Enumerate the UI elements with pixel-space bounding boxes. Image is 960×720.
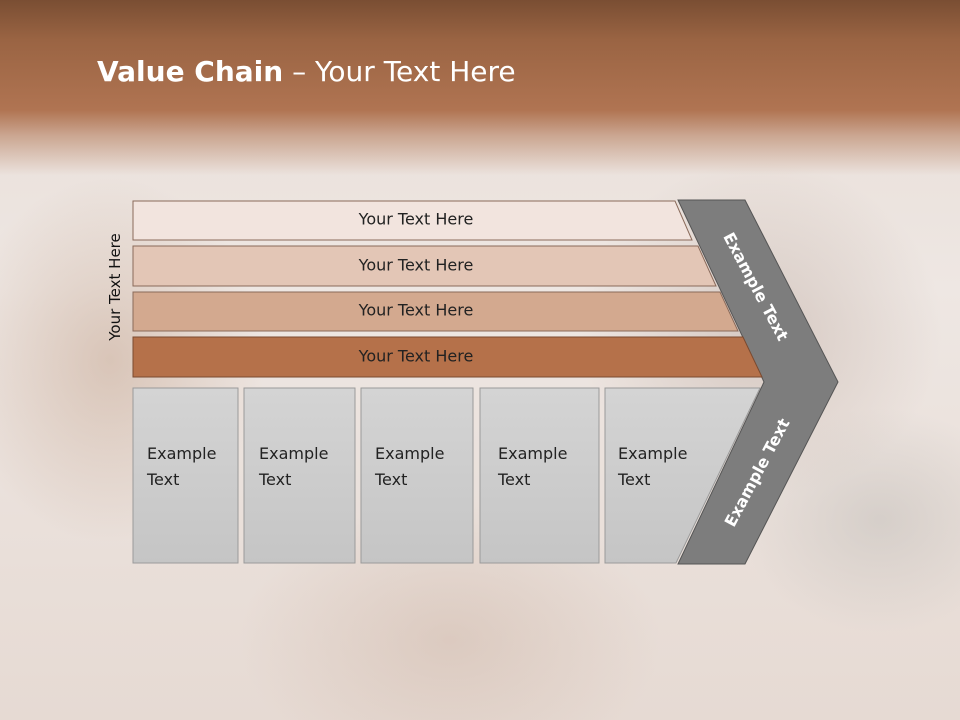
row-bar-shape (132, 245, 717, 287)
column-box-line1: Example (618, 444, 687, 463)
column-box-shape-reflection (479, 566, 600, 720)
column-box-line1-reflection: Example (375, 667, 444, 686)
row-bars: Your Text Here Your Text Here Your Text … (132, 200, 763, 378)
column-box: Example Text (479, 387, 600, 564)
column-box-shape (479, 387, 600, 564)
chevron-reflection (678, 566, 824, 720)
column-box: Example Text (132, 387, 239, 564)
column-boxes: Example Text Example Text Example Text E… (132, 387, 761, 564)
column-box-line1: Example (147, 444, 216, 463)
column-box-shape-reflection (604, 566, 750, 720)
column-box-reflection: Example Text (360, 566, 474, 720)
column-box-shape (243, 387, 356, 564)
row-bar-shape (132, 291, 739, 332)
column-box-line2: Text (258, 470, 291, 489)
title-bold: Value Chain (97, 55, 284, 88)
column-box-shape (132, 387, 239, 564)
column-box-reflection: Example Text (243, 566, 356, 720)
column-box-line2-reflection: Text (617, 641, 650, 660)
header-band (0, 0, 960, 175)
row-bar-label: Your Text Here (358, 256, 474, 275)
row-bar-label: Your Text Here (358, 301, 474, 320)
column-box-line1-reflection: Example (618, 667, 687, 686)
column-box-reflection: Example Text (132, 566, 239, 720)
column-box-line2: Text (617, 470, 650, 489)
column-box: Example Text (604, 387, 761, 564)
row-bar: Your Text Here (132, 200, 693, 241)
column-box-reflection: Example Text (604, 566, 750, 720)
reflection: Example Text Example Text Example Text E… (132, 566, 824, 720)
column-box-shape-reflection (360, 566, 474, 720)
column-box-shape (604, 387, 761, 564)
column-box-line2-reflection: Text (374, 641, 407, 660)
column-box-line2-reflection: Text (146, 641, 179, 660)
column-box-line1-reflection: Example (498, 667, 567, 686)
column-box-line2-reflection: Text (258, 641, 291, 660)
column-box-shape (360, 387, 474, 564)
row-bar: Your Text Here (132, 245, 717, 287)
row-bar: Your Text Here (132, 291, 739, 332)
column-box-line1: Example (259, 444, 328, 463)
column-box-line2: Text (374, 470, 407, 489)
column-boxes-reflection: Example Text Example Text Example Text E… (132, 566, 750, 720)
chevron-shape (677, 199, 839, 565)
row-bar-label: Your Text Here (358, 347, 474, 366)
column-box-line1: Example (375, 444, 444, 463)
row-bar-shape (132, 336, 763, 378)
column-box-shape-reflection (132, 566, 239, 720)
column-box-line2: Text (497, 470, 530, 489)
column-box-line1-reflection: Example (147, 667, 216, 686)
column-box-line2-reflection: Text (497, 641, 530, 660)
row-bar-label: Your Text Here (358, 210, 474, 229)
title-rest: – Your Text Here (283, 55, 516, 88)
column-box-shape-reflection (243, 566, 356, 720)
row-bar: Your Text Here (132, 336, 763, 378)
column-box: Example Text (360, 387, 474, 564)
column-box-line1-reflection: Example (259, 667, 328, 686)
column-box: Example Text (243, 387, 356, 564)
row-bar-shape (132, 200, 693, 241)
column-box-line1: Example (498, 444, 567, 463)
column-box-reflection: Example Text (479, 566, 600, 720)
column-box-line2: Text (146, 470, 179, 489)
slide-title: Value Chain – Your Text Here (97, 55, 516, 88)
